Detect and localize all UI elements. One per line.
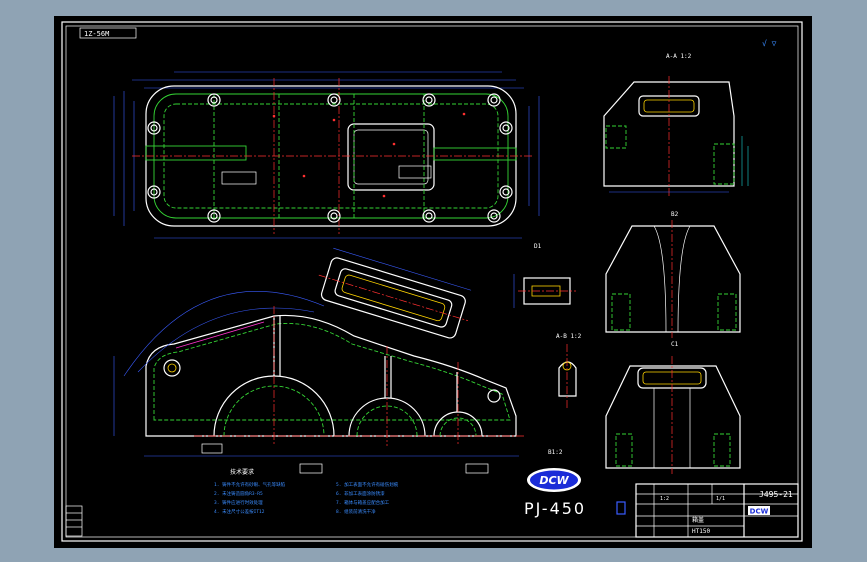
note-left-4: 4. 未注尺寸公差按IT12 — [214, 508, 265, 515]
part-name: 箱盖 — [692, 516, 704, 524]
note-left-2: 2. 未注铸造圆角R3-R5 — [214, 490, 263, 497]
surface-finish-mark: √ ▽ — [762, 39, 777, 48]
note-right-1: 5. 加工表面不允许有碰伤划痕 — [336, 481, 399, 488]
sheet-border — [61, 21, 803, 542]
detail-label-f: B1:2 — [548, 449, 563, 456]
notes-title: 技术要求 — [230, 468, 254, 476]
detail-view-d: D1 — [513, 243, 576, 308]
technical-notes: 技术要求 1. 铸件不允许有砂眼、气孔等缺陷 2. 未注铸造圆角R3-R5 3.… — [214, 468, 399, 515]
logo-text: DCW — [539, 474, 569, 487]
note-right-2: 6. 非加工表面涂防锈漆 — [336, 490, 385, 497]
detail-label-d: D1 — [534, 243, 542, 250]
section-label-c: C1 — [671, 341, 679, 348]
section-view-b: B2 — [605, 211, 741, 338]
section-view-a: A-A 1:2 — [603, 53, 749, 196]
section-view-c: C1 — [605, 341, 741, 474]
plan-view — [113, 71, 540, 239]
detail-label-e: A-B 1:2 — [556, 333, 582, 340]
revision-table — [65, 505, 83, 537]
elevation-view — [113, 291, 524, 474]
tilted-detail-view — [318, 247, 472, 339]
section-label-a: A-A 1:2 — [666, 53, 692, 60]
cad-drawing: 1Z-56M √ ▽ — [61, 21, 803, 542]
drawing-number: J495-21 — [759, 490, 793, 499]
drawing-tag-frame — [79, 27, 137, 39]
note-right-4: 8. 组装前清洗干净 — [336, 508, 376, 515]
section-label-b: B2 — [671, 211, 679, 218]
model-label: PJ-450 — [524, 499, 586, 518]
material: HT150 — [692, 528, 710, 535]
title-block-logo: DCW — [750, 508, 769, 516]
dcw-logo: DCW — [527, 468, 581, 492]
scale: 1:2 — [660, 496, 669, 502]
note-right-3: 7. 箱体与箱盖应配合加工 — [336, 499, 390, 506]
title-block: J495-21 箱盖 HT150 1:2 1/1 DCW — [635, 483, 799, 538]
note-left-3: 3. 铸件应进行时效处理 — [214, 499, 263, 506]
drawing-tag: 1Z-56M — [84, 30, 109, 38]
cad-viewport[interactable]: 1Z-56M √ ▽ — [54, 16, 812, 548]
detail-view-e: A-B 1:2 — [556, 333, 582, 408]
sheet: 1/1 — [716, 496, 725, 502]
note-left-1: 1. 铸件不允许有砂眼、气孔等缺陷 — [214, 481, 286, 488]
